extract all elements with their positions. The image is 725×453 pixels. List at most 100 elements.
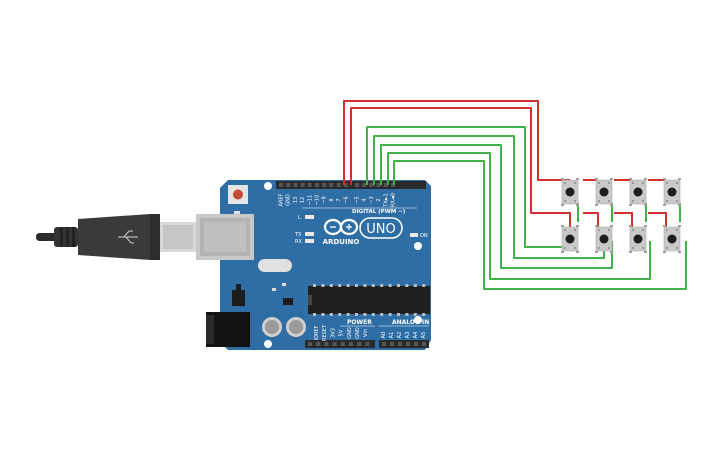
header-pin[interactable] [414, 342, 418, 346]
svg-text:ON: ON [420, 233, 428, 239]
brand-label: ARDUINO [323, 238, 360, 246]
power-header [305, 340, 375, 348]
power-pin-label: 3V3 [330, 328, 336, 338]
keypad-button-r1-c2[interactable] [595, 178, 613, 206]
header-pin[interactable] [422, 342, 426, 346]
header-pin[interactable] [308, 342, 312, 346]
power-pin-label: RESET [322, 324, 328, 341]
mount-hole [264, 182, 272, 190]
wire-col-2 [373, 135, 605, 259]
power-pin-label: Vin [363, 329, 369, 337]
header-pin[interactable] [336, 183, 341, 187]
header-pin[interactable] [390, 342, 394, 346]
mount-hole [264, 340, 272, 348]
header-pin[interactable] [349, 342, 353, 346]
header-pin[interactable] [362, 183, 367, 187]
keypad-button-r1-c1[interactable] [561, 178, 579, 206]
keypad-button-r2-c3[interactable] [629, 225, 647, 253]
digital-pin-label: 8 [329, 198, 335, 201]
arduino-logo-icon [323, 218, 359, 236]
digital-pin-label: 2 [376, 198, 382, 201]
header-pin[interactable] [300, 183, 305, 187]
analog-pin-label: A0 [381, 332, 387, 339]
digital-pin-label: GND [286, 194, 292, 206]
wire-keypad-col-links [577, 203, 681, 222]
header-pin[interactable] [329, 183, 334, 187]
header-pin[interactable] [279, 183, 283, 187]
header-pin[interactable] [369, 183, 374, 187]
keypad-button-r1-c3[interactable] [629, 178, 647, 206]
led-on: ON [410, 233, 428, 239]
wire-col-4 [387, 152, 651, 280]
wire-row-1 [343, 100, 570, 185]
header-pin[interactable] [324, 342, 329, 346]
header-pin[interactable] [365, 342, 370, 346]
keypad-button-r2-c4[interactable] [663, 225, 681, 253]
digital-pin-label: 7 [336, 198, 342, 201]
voltage-regulator [232, 290, 245, 306]
analog-pin-label: A2 [397, 332, 403, 339]
header-pin[interactable] [383, 183, 388, 187]
usb-cable [36, 214, 196, 260]
keypad-button-r2-c1[interactable] [561, 225, 579, 253]
digital-pin-label: 13 [293, 197, 299, 203]
digital-pin-label: ~9 [322, 196, 328, 203]
analog-pin-label: A5 [421, 332, 427, 339]
analog-pin-label: A3 [405, 332, 411, 339]
analog-in-label: ANALOG IN [392, 319, 429, 326]
header-pin[interactable] [315, 183, 319, 187]
digital-pin-label: RX◄0 [391, 193, 397, 207]
digital-pin-label: ~3 [369, 196, 375, 203]
uno-badge: UNO [359, 217, 403, 239]
power-label: POWER [347, 319, 372, 326]
power-pin-label: GND [355, 327, 361, 339]
svg-text:UNO: UNO [366, 222, 395, 237]
digital-pin-label: ~6 [343, 196, 349, 203]
svg-text:TX: TX [294, 232, 302, 238]
svg-text:RX: RX [295, 239, 302, 245]
power-pin-label: IOREF [314, 325, 320, 340]
header-pin[interactable] [343, 183, 348, 187]
wires [343, 100, 687, 290]
wire-keypad-row-bottom [583, 212, 667, 230]
capacitor [286, 317, 306, 337]
header-pin[interactable] [357, 342, 362, 346]
header-pin[interactable] [332, 342, 337, 346]
header-pin[interactable] [286, 183, 291, 187]
svg-text:L: L [298, 215, 301, 221]
keypad-button-r2-c2[interactable] [595, 225, 613, 253]
digital-pin-label: ~11 [307, 195, 313, 206]
wire-col-3 [380, 144, 613, 269]
digital-header-label: DIGITAL (PWM ~) [352, 209, 406, 215]
power-pin-label: 5V [339, 329, 345, 336]
wire-col-5 [393, 160, 687, 290]
analog-pin-label: A1 [389, 332, 395, 339]
power-pin-label: GND [347, 327, 353, 339]
arduino-logo-symbols [330, 224, 352, 230]
atmega-microcontroller [308, 284, 430, 316]
keypad-button-r1-c4[interactable] [663, 178, 681, 206]
header-pin[interactable] [355, 183, 359, 187]
reset-button[interactable] [228, 185, 248, 204]
usb-symbol-icon [118, 230, 138, 244]
crystal-oscillator [258, 259, 292, 272]
analog-pin-label: A4 [413, 332, 419, 339]
header-pin[interactable] [406, 342, 410, 346]
pushbutton-keypad [561, 178, 681, 253]
mount-hole [414, 316, 422, 324]
header-pin[interactable] [376, 183, 381, 187]
header-pin[interactable] [316, 342, 321, 346]
header-pin[interactable] [398, 342, 402, 346]
header-pin[interactable] [340, 342, 345, 346]
header-pin[interactable] [322, 183, 327, 187]
header-pin[interactable] [293, 183, 298, 187]
arduino-uno-board: L TX RX ON ARDUINO UNO [196, 180, 431, 350]
header-pin[interactable] [307, 183, 312, 187]
wire-row-2 [350, 107, 571, 230]
digital-pin-label: 12 [300, 197, 306, 203]
digital-pin-label: AREF [279, 193, 285, 206]
mount-hole [414, 242, 422, 250]
capacitor [262, 317, 282, 337]
header-pin[interactable] [382, 342, 386, 346]
